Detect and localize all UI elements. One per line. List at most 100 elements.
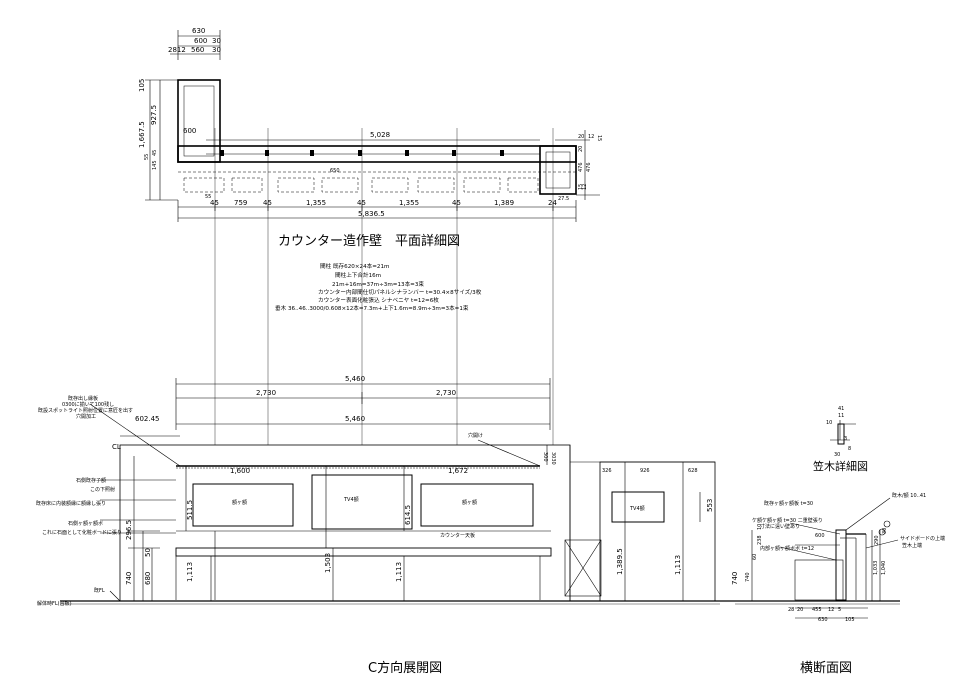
- plan-dim-side-6: 55: [144, 154, 150, 160]
- plan-dim-seg-4: 1,355: [306, 199, 326, 207]
- elev-note-4: 穴開加工: [76, 413, 96, 420]
- plan-note-1: 間柱 既存620×24本=21m: [320, 262, 389, 270]
- sec-dim-12: 12: [828, 607, 834, 613]
- plan-dim-bottom-total: 5,836.5: [358, 210, 385, 218]
- sec-note-4: 内部ヶ額ヶ額ボボ t=12: [760, 545, 814, 552]
- elev-panel-height-1: 511.5: [186, 500, 194, 520]
- elev-vert-3: 740: [125, 572, 133, 585]
- plan-note-4: カウンター内部間仕切パネルシナランバー t=30.4×8サイズ/3枚: [318, 288, 482, 296]
- elev-vert-7: 1,113: [395, 562, 403, 582]
- sec-dim-11: 455: [812, 607, 822, 613]
- elev-block-width-1: 326: [602, 468, 612, 474]
- sec-note-2: ケ額ケ額ヶ額 t=30 二重壁張り: [752, 517, 823, 524]
- plan-dim-seg-7: 45: [452, 199, 461, 207]
- plan-dim-part-2: 560: [191, 46, 204, 54]
- elev-block-width-2: 926: [640, 468, 650, 474]
- plan-dim-top-sub-2: 30: [212, 37, 221, 45]
- elev-note-2: 0300に揃いて100残し: [62, 401, 114, 408]
- elev-cl: CL: [112, 443, 121, 451]
- elev-block-vert-4: 740: [731, 572, 739, 585]
- sec-dim-2: 290: [874, 535, 880, 545]
- plan-note-2: 間柱上下合計16m: [335, 271, 381, 279]
- baseboard-title: 笠木詳細図: [813, 459, 868, 473]
- elev-panel-label-1: 額ヶ額: [232, 499, 247, 506]
- projection-lines: [214, 128, 554, 445]
- sec-dim-top-1: 41: [838, 406, 844, 412]
- plan-dim-top-total: 630: [192, 27, 205, 35]
- elevation-title: C方向展開図: [368, 660, 442, 676]
- plan-dim-right-side-6: 27.5: [558, 196, 569, 202]
- sec-dim-top-4: 3: [844, 436, 847, 442]
- sec-dim-10: 20: [797, 607, 803, 613]
- elev-panel-label-4: TV4額: [629, 505, 645, 512]
- plan-dim-seg-2: 759: [234, 199, 247, 207]
- elev-dim-half-2: 2,730: [436, 389, 456, 397]
- sec-note-6: サイドボードの上端: [900, 535, 945, 542]
- elev-panel-width-1: 1,600: [230, 467, 250, 475]
- sec-note-7: 笠木上端: [902, 542, 922, 549]
- elev-panel-width-2: 1,672: [448, 467, 468, 475]
- elev-counter-label: カウンター天板: [440, 532, 475, 539]
- plan-dim-right-small-2: 12: [588, 134, 594, 140]
- plan-dim-side-1: 105: [138, 79, 146, 92]
- elev-block-vert-3: 1,113: [674, 555, 682, 575]
- elev-panel-height-2: 614.5: [404, 505, 412, 525]
- sec-dim-9: 1,040: [881, 561, 887, 575]
- elev-dim-right-2: 3030: [550, 452, 556, 465]
- sec-dim-8: 1,033: [873, 561, 879, 575]
- elev-dim-total-bottom: 5,460: [345, 415, 365, 423]
- elev-block-width-3: 628: [688, 468, 698, 474]
- elev-panel-label-3: 額ヶ額: [462, 499, 477, 506]
- elevation-view: [60, 378, 720, 605]
- plan-note-6: 垂木 36..46..3000/0.608×12本=7.3m+上下1.6m=8.…: [275, 304, 469, 312]
- elev-dim-total-top: 5,460: [345, 375, 365, 383]
- plan-dim-top-run: 5,028: [370, 131, 390, 139]
- plan-dim-inner-600: 600: [183, 127, 196, 135]
- plan-dim-seg-1: 45: [210, 199, 219, 207]
- plan-dim-left-start: 55: [205, 194, 211, 200]
- elev-dim-half-1: 2,730: [256, 389, 276, 397]
- elev-vert-2: 50: [144, 548, 152, 557]
- elev-vert-4: 680: [144, 572, 152, 585]
- plan-view: [145, 30, 600, 222]
- section-title: 横断面図: [800, 661, 852, 676]
- elev-hole-label: 穴開け: [468, 432, 483, 439]
- plan-dim-side-4: 145: [152, 160, 158, 170]
- plan-dim-part-3: 30: [212, 46, 221, 54]
- elev-block-vert-1: 553: [706, 499, 714, 512]
- sec-dim-1: 600: [815, 533, 825, 539]
- sec-dim-top-3: 10: [826, 420, 832, 426]
- plan-dim-right-small-1: 20: [578, 134, 584, 140]
- sec-note-3: 寸法に遠い壁あり: [760, 523, 800, 530]
- sec-note-5: 既木/額 10..41: [892, 492, 926, 499]
- sec-dim-5: 30: [882, 528, 888, 534]
- elev-panel-label-2: TV4額: [343, 496, 359, 503]
- sec-dim-top-5: 30: [834, 452, 840, 458]
- elev-vert-6: 1,503: [324, 553, 332, 573]
- elev-note-3: 既設スポットライト照射位置に意匠を出す: [38, 407, 133, 414]
- elev-dim-right-1: 300: [542, 452, 548, 462]
- elev-note-7: 既存床に内装額縁に額縁し張り: [36, 500, 106, 507]
- plan-dim-right-side-1: 20: [578, 146, 584, 152]
- elev-floor: 既FL: [94, 588, 105, 594]
- plan-dim-right-small-3: 15: [596, 135, 602, 141]
- plan-dim-right-side-5: 12: [582, 184, 588, 190]
- plan-dim-seg-9: 24: [548, 199, 557, 207]
- plan-dim-depth: 650: [330, 168, 340, 174]
- plan-dim-right-side-2: 476: [578, 162, 584, 172]
- section-view: [720, 420, 900, 619]
- plan-note-3: 21m+16m=37m÷3m=13本=3束: [332, 280, 424, 288]
- sec-dim-top-6: 8: [848, 446, 851, 452]
- plan-dim-seg-3: 45: [263, 199, 272, 207]
- plan-dim-seg-8: 1,389: [494, 199, 514, 207]
- plan-dim-right-side-3: 476: [586, 162, 592, 172]
- elev-note-9: これに石面として化粧ボードに張り: [42, 529, 122, 536]
- sec-dim-6: 740: [745, 572, 751, 582]
- sec-dim-3: 238: [757, 535, 763, 545]
- sec-dim-16: 105: [845, 617, 855, 623]
- sec-dim-14: 28: [788, 607, 794, 613]
- plan-dim-seg-6: 1,355: [399, 199, 419, 207]
- plan-dim-right-side-4: 15: [578, 184, 584, 190]
- sec-dim-15: 630: [818, 617, 828, 623]
- elev-dim-left-offset: 602.45: [135, 415, 160, 423]
